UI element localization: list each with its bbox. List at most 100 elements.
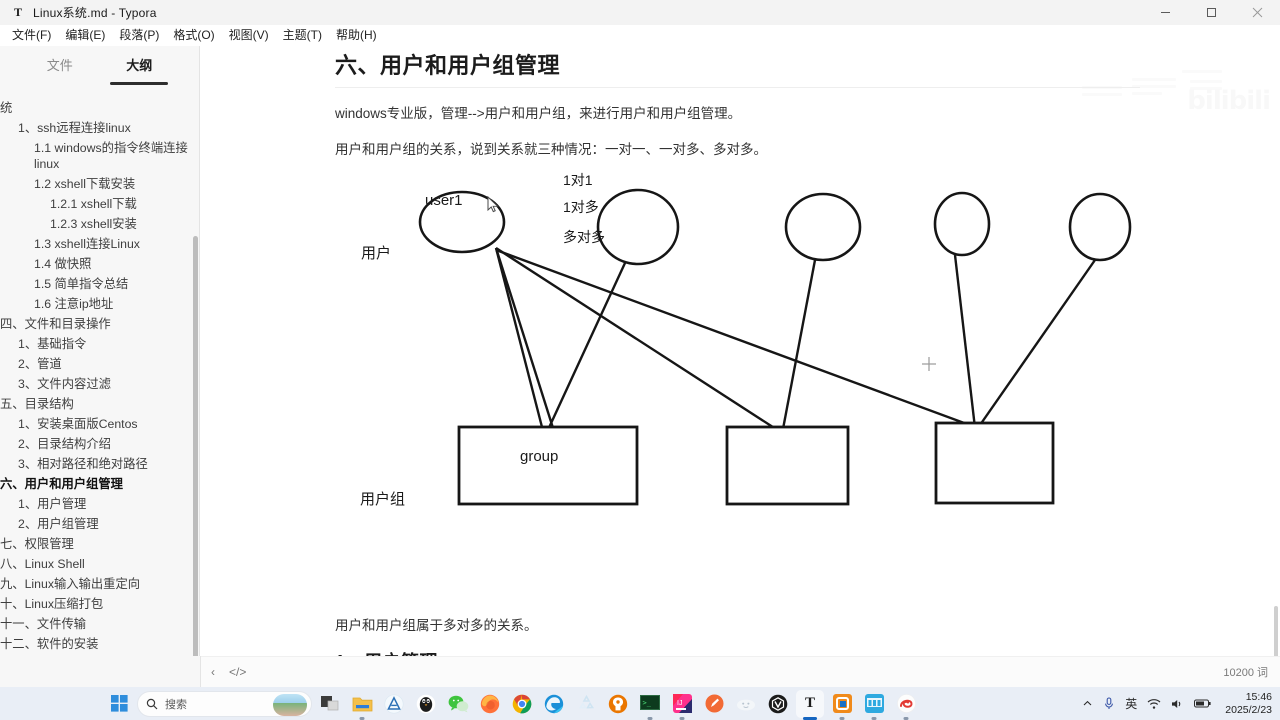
recycle-button[interactable]: [572, 690, 600, 718]
wechat-icon: [448, 695, 468, 713]
start-button[interactable]: [105, 690, 133, 718]
diagram-relation-2: 1对多: [563, 199, 599, 215]
outline-item[interactable]: 2、目录结构介绍: [18, 437, 111, 451]
outline-item[interactable]: 九、Linux输入输出重定向: [0, 577, 141, 591]
openvpn-button[interactable]: [604, 690, 632, 718]
black-circle-icon: [768, 694, 788, 713]
outline-item[interactable]: 十二、软件的安装: [0, 637, 99, 651]
outline-item[interactable]: 1、安装桌面版Centos: [18, 417, 138, 431]
menu-theme[interactable]: 主题(T): [282, 28, 322, 42]
diagram-label-group1: group: [520, 448, 559, 465]
code-brackets-icon[interactable]: </>: [229, 665, 247, 679]
outline-item[interactable]: 1、基础指令: [18, 337, 87, 351]
outline-item[interactable]: 八、Linux Shell: [0, 557, 85, 571]
outline-item[interactable]: 六、用户和用户组管理: [0, 477, 123, 491]
window-title: Linux系统.md - Typora: [33, 6, 157, 20]
battery-icon[interactable]: [1194, 698, 1211, 709]
outline-item[interactable]: 五、目录结构: [0, 397, 74, 411]
wifi-icon[interactable]: [1147, 698, 1161, 710]
sidebar-scrollbar[interactable]: [193, 236, 198, 687]
task-view-button[interactable]: [316, 690, 344, 718]
editor-content[interactable]: bilibili 六、用户和用户组管理 windows专业版，管理-->用户和用…: [201, 46, 1280, 656]
diagram-user-ellipse: [418, 190, 506, 254]
xshell-button[interactable]: >_: [636, 690, 664, 718]
menu-format[interactable]: 格式(O): [173, 28, 215, 42]
file-explorer-button[interactable]: [348, 690, 376, 718]
close-button[interactable]: [1234, 0, 1280, 25]
clock-time: 15:46: [1245, 690, 1272, 703]
tools-button[interactable]: [700, 690, 728, 718]
outline-item[interactable]: 1.5 简单指令总结: [34, 277, 129, 291]
status-bar: ‹ </> 10200 词: [201, 656, 1280, 687]
tab-files[interactable]: 文件: [46, 57, 73, 73]
outline-item[interactable]: 十、Linux压缩打包: [0, 597, 104, 611]
chevron-up-icon[interactable]: [1082, 698, 1093, 709]
edge-button[interactable]: [540, 690, 568, 718]
cloud-app-button[interactable]: [732, 690, 760, 718]
outline-item[interactable]: 四、文件和目录操作: [0, 317, 111, 331]
firefox-icon: [480, 694, 500, 713]
title-bar: T Linux系统.md - Typora: [0, 0, 1280, 25]
outline-item[interactable]: 3、文件内容过滤: [18, 377, 111, 391]
volume-icon[interactable]: [1171, 698, 1184, 710]
minimize-button[interactable]: [1142, 0, 1188, 25]
diagram-user-ellipse: [784, 192, 862, 262]
qq-button[interactable]: [412, 690, 440, 718]
wechat-button[interactable]: [444, 690, 472, 718]
svg-text:>_: >_: [643, 699, 652, 707]
watermark-text: bilibili: [1187, 86, 1271, 116]
menu-paragraph[interactable]: 段落(P): [119, 28, 160, 42]
tab-outline[interactable]: 大纲: [110, 51, 169, 85]
word-count: 10200 词: [1223, 667, 1268, 679]
clock[interactable]: 15:46 2025/2/23: [1225, 691, 1272, 717]
diagram-group-rect: [934, 421, 1055, 505]
triangle-a-icon: [384, 693, 404, 714]
search-wallpaper-thumb[interactable]: [273, 693, 307, 716]
outline-item[interactable]: 十一、文件传输: [0, 617, 87, 631]
clock-date: 2025/2/23: [1225, 703, 1272, 716]
outline-list[interactable]: 统 1、ssh远程连接linux 1.1 windows的指令终端连接linux 1.…: [0, 98, 198, 687]
outline-item[interactable]: 1.2.3 xshell安装: [50, 217, 137, 231]
menu-help[interactable]: 帮助(H): [335, 28, 377, 42]
maximize-button[interactable]: [1188, 0, 1234, 25]
vmware-button[interactable]: [860, 690, 888, 718]
outline-item[interactable]: 3、相对路径和绝对路径: [18, 457, 148, 471]
search-box[interactable]: 搜索: [137, 690, 312, 717]
relationship-diagram: 用户 user1 group 用户组 1对1 1对多 多对多: [335, 170, 1140, 600]
idea-button[interactable]: IJ: [668, 690, 696, 718]
menu-bar: 文件(F) 编辑(E) 段落(P) 格式(O) 视图(V) 主题(T) 帮助(H…: [0, 25, 1280, 46]
menu-edit[interactable]: 编辑(E): [65, 28, 106, 42]
navicat-button[interactable]: [828, 690, 856, 718]
outline-item[interactable]: 2、管道: [18, 357, 62, 371]
editor-scrollbar[interactable]: [1274, 606, 1278, 656]
outline-item[interactable]: 1.3 xshell连接Linux: [34, 237, 140, 251]
outline-item[interactable]: 1、用户管理: [18, 497, 87, 511]
chevron-left-icon[interactable]: ‹: [211, 665, 215, 679]
search-placeholder: 搜索: [165, 698, 187, 711]
outline-item[interactable]: 1.6 注意ip地址: [34, 297, 114, 311]
typora-button[interactable]: T: [796, 689, 824, 718]
menu-file[interactable]: 文件(F): [12, 28, 52, 42]
menu-view[interactable]: 视图(V): [228, 28, 269, 42]
outline-item[interactable]: 1.2 xshell下载安装: [34, 177, 136, 191]
diagram-relation-line: [495, 246, 780, 433]
outline-item[interactable]: 1.4 做快照: [34, 257, 92, 271]
druid-button[interactable]: [892, 690, 920, 718]
app-store-button[interactable]: [380, 690, 408, 718]
outline-item[interactable]: 1.2.1 xshell下载: [50, 197, 137, 211]
paragraph-3: 用户和用户组属于多对多的关系。: [335, 618, 538, 633]
outline-item[interactable]: 1、ssh远程连接linux: [18, 121, 131, 135]
chrome-button[interactable]: [508, 690, 536, 718]
penguin-icon: [416, 694, 436, 713]
outline-item[interactable]: 1.1 windows的指令终端连接linux: [34, 141, 188, 171]
diagram-relation-line: [545, 262, 627, 433]
firefox-button[interactable]: [476, 690, 504, 718]
diagram-relation-3: 多对多: [563, 229, 605, 245]
yuque-button[interactable]: [764, 690, 792, 718]
outline-item[interactable]: 2、用户组管理: [18, 517, 99, 531]
outline-item[interactable]: 七、权限管理: [0, 537, 74, 551]
document-body[interactable]: 六、用户和用户组管理 windows专业版，管理-->用户和用户组，来进行用户和…: [335, 46, 1140, 656]
ime-indicator[interactable]: 英: [1125, 697, 1138, 711]
outline-item[interactable]: 统: [0, 101, 13, 115]
microphone-icon[interactable]: [1103, 697, 1115, 710]
